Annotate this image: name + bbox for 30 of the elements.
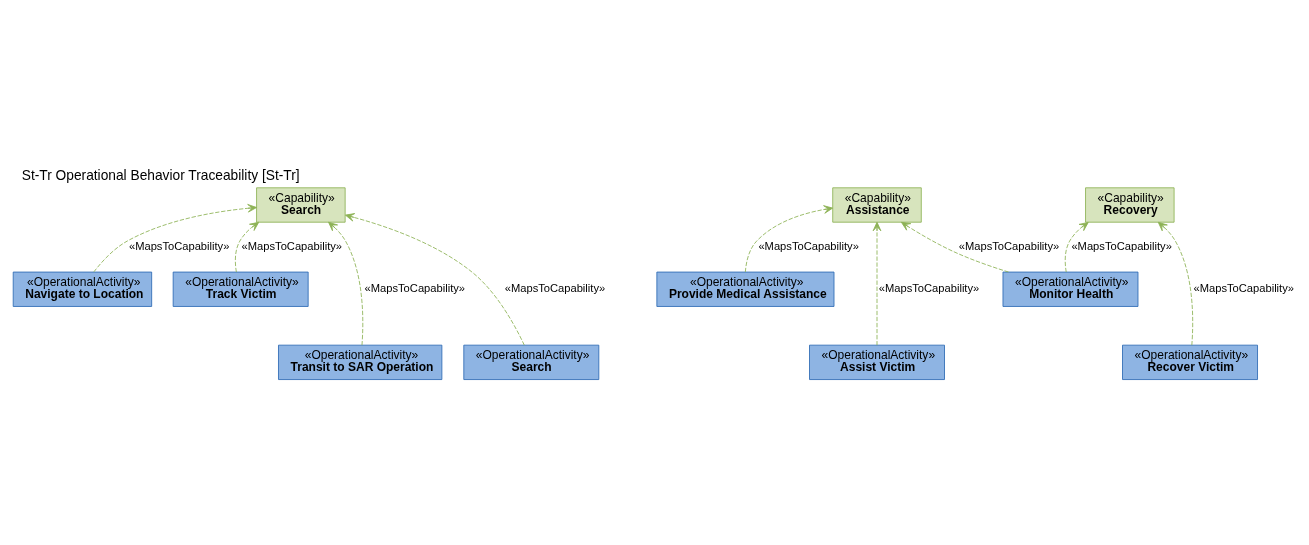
arrow [744,205,834,273]
edge-label: «MapsToCapability» [758,240,859,253]
node-box: «OperationalActivity» Navigate to Location [12,271,153,307]
edge-label: «MapsToCapability» [878,282,980,295]
arrow [872,221,882,346]
node-box: «Capability» Assistance [832,187,922,223]
arrow [345,213,525,346]
arrow [1157,221,1194,346]
arrow [93,204,257,273]
node-box: «OperationalActivity» Recover Victim [1122,344,1258,380]
edge-label: «MapsToCapability» [241,240,343,253]
node-box: «OperationalActivity» Provide Medical Assistance [656,271,835,307]
edge-label: «MapsToCapability» [128,240,230,253]
arrow [328,221,364,346]
node-box: «Capability» Recovery [1085,187,1175,223]
diagram-title: St-Tr Operational Behavior Traceability [St-Tr] [21,167,300,183]
edge-label: «MapsToCapability» [958,240,1060,253]
node-box: «OperationalActivity» Search [463,344,600,380]
node-box: «OperationalActivity» Monitor Health [1002,271,1139,307]
node-box: «OperationalActivity» Track Victim [172,271,309,307]
edge-label: «MapsToCapability» [364,282,466,295]
edge-label: «MapsToCapability» [504,282,606,295]
edge-label: «MapsToCapability» [1071,240,1172,253]
arrow [1064,221,1089,273]
arrow [234,221,260,273]
arrow [901,221,1009,273]
node-box: «OperationalActivity» Assist Victim [809,344,945,380]
edge-label: «MapsToCapability» [1193,282,1294,295]
node-box: «OperationalActivity» Transit to SAR Operation [278,344,443,380]
node-box: «Capability» Search [256,187,346,223]
